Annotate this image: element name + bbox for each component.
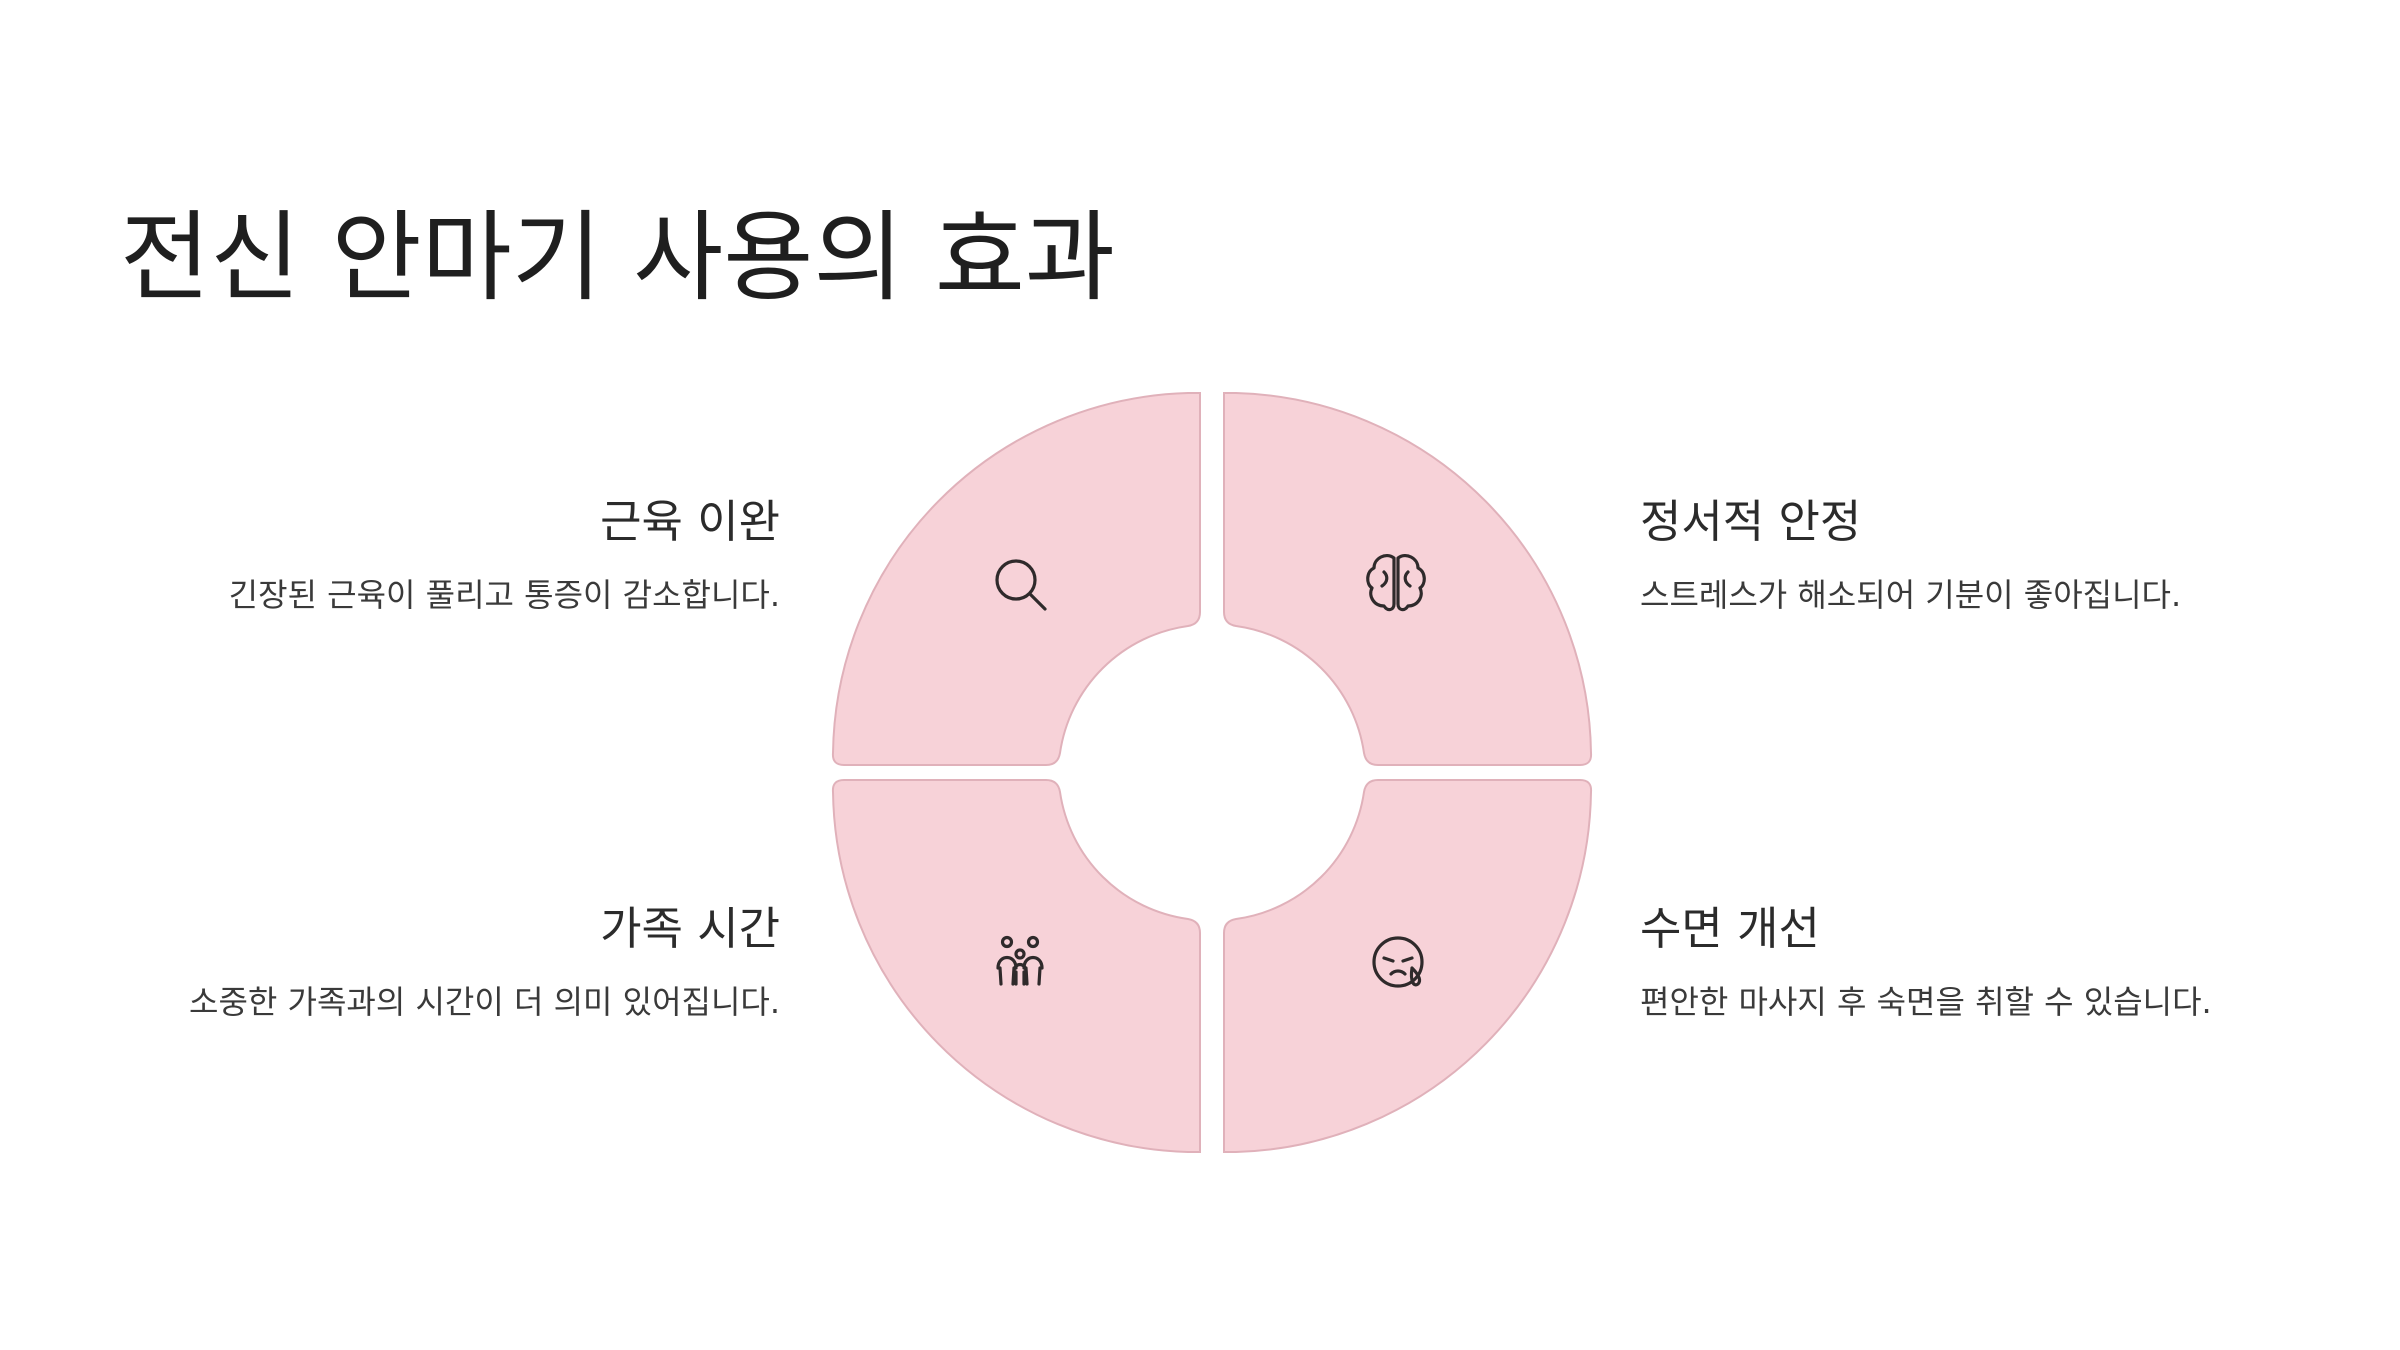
benefit-description: 소중한 가족과의 시간이 더 의미 있어집니다. [189,983,780,1021]
brain-icon [1366,554,1426,612]
benefit-sleep-improvement: 수면 개선 편안한 마사지 후 숙면을 취할 수 있습니다. [1640,902,2360,1024]
benefit-emotional-stability: 정서적 안정 스트레스가 해소되어 기분이 좋아집니다. [1640,495,2360,617]
benefit-title: 정서적 안정 [1640,495,1862,548]
search-icon [995,559,1047,611]
benefit-title: 수면 개선 [1640,902,1820,955]
sleepy-face-icon [1372,936,1424,988]
page-title: 전신 안마기 사용의 효과 [120,201,1116,315]
quadrant-muscle-relaxation [831,392,1201,766]
quadrant-emotional-stability [1223,392,1593,766]
benefit-description: 긴장된 근육이 풀리고 통증이 감소합니다. [228,576,780,614]
benefit-family-time: 가족 시간 소중한 가족과의 시간이 더 의미 있어집니다. [60,902,780,1024]
benefit-title: 근육 이완 [600,495,780,548]
family-icon [996,935,1044,986]
benefit-description: 스트레스가 해소되어 기분이 좋아집니다. [1640,576,2182,614]
quadrant-sleep-improvement [1223,779,1593,1153]
benefit-muscle-relaxation: 근육 이완 긴장된 근육이 풀리고 통증이 감소합니다. [60,495,780,617]
benefit-description: 편안한 마사지 후 숙면을 취할 수 있습니다. [1640,983,2212,1021]
benefit-title: 가족 시간 [600,902,780,955]
